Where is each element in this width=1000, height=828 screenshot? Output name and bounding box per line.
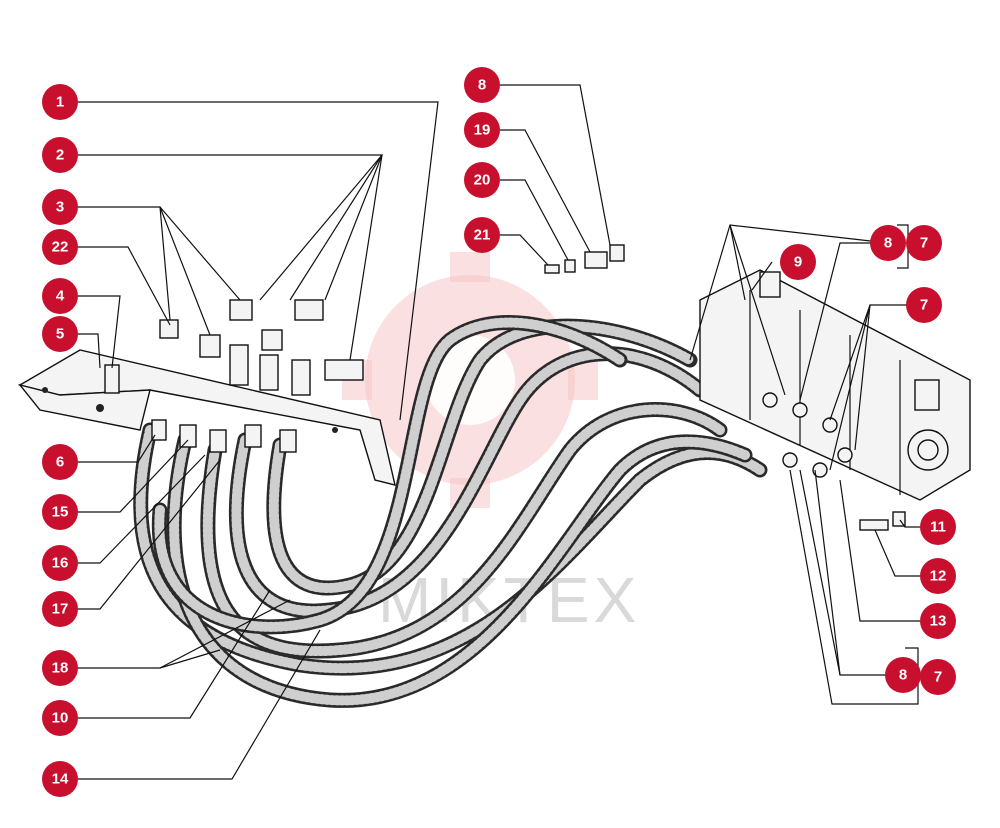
hose-end-fitting (279, 429, 297, 453)
callout-label: 7 (920, 297, 928, 314)
callout-label: 11 (930, 519, 946, 536)
callout-label: 21 (474, 227, 491, 244)
callout-label: 5 (56, 326, 64, 343)
adapter-fitting (544, 264, 560, 274)
hose-end-fitting (179, 424, 197, 448)
straight-fitting (259, 354, 279, 391)
elbow-fitting (261, 329, 283, 351)
bolt (104, 364, 120, 394)
elbow-fitting (159, 319, 179, 339)
callout-2: 2 (42, 137, 78, 173)
straight-fitting (291, 359, 311, 396)
callout-13: 13 (920, 603, 956, 639)
callout-12: 12 (920, 558, 956, 594)
callout-4: 4 (42, 278, 78, 314)
callout-label: 22 (52, 239, 69, 256)
hose (133, 422, 768, 676)
leader-lines (78, 84, 920, 780)
elbow-fitting (229, 299, 253, 321)
hoses (133, 315, 768, 708)
callout-label: 8 (478, 77, 486, 94)
control-valve-block (699, 269, 971, 501)
valve-spool (914, 379, 940, 411)
callout-label: 17 (52, 601, 69, 618)
hose (228, 346, 708, 619)
callout-label: 1 (56, 94, 64, 111)
callout-10: 10 (42, 700, 78, 736)
callout-label: 8 (884, 235, 892, 252)
callout-14: 14 (42, 761, 78, 797)
callout-label: 3 (56, 199, 64, 216)
callout-7: 7 (906, 287, 942, 323)
callout-label: 12 (930, 568, 947, 585)
callout-15: 15 (42, 494, 78, 530)
callout-8: 8 (464, 67, 500, 103)
callout-label: 20 (474, 172, 491, 189)
elbow-fitting (324, 359, 364, 381)
callout-1: 1 (42, 84, 78, 120)
callout-21: 21 (464, 217, 500, 253)
callout-18: 18 (42, 650, 78, 686)
hose (151, 315, 628, 635)
callout-label: 19 (474, 122, 491, 139)
straight-fitting (229, 344, 249, 386)
hose-end-fitting (151, 419, 167, 441)
callout-11: 11 (920, 509, 956, 545)
callout-label: 14 (52, 771, 69, 788)
hose (200, 402, 728, 659)
callout-label: 2 (56, 147, 64, 164)
callout-3: 3 (42, 189, 78, 225)
callout-5: 5 (42, 316, 78, 352)
elbow-fitting (294, 299, 324, 321)
o-ring (564, 259, 576, 273)
callout-label: 7 (934, 669, 942, 686)
callout-6: 6 (42, 444, 78, 480)
callout-17: 17 (42, 591, 78, 627)
callout-8: 8 (870, 225, 906, 261)
elbow-fitting (199, 334, 221, 358)
callout-8: 8 (885, 657, 921, 693)
callout-9: 9 (780, 244, 816, 280)
callouts: 1 2 3 22 4 5 6 15 16 17 18 10 14 8 19 20… (42, 67, 956, 797)
bracket-fittings (104, 299, 364, 453)
callout-label: 7 (920, 235, 928, 252)
valve-spool (759, 271, 781, 298)
hose-end-fitting (209, 429, 227, 453)
callout-7: 7 (920, 659, 956, 695)
callout-label: 6 (56, 454, 64, 471)
callout-label: 4 (56, 288, 65, 305)
callout-label: 18 (52, 660, 69, 677)
callout-label: 13 (930, 613, 947, 630)
callout-22: 22 (42, 229, 78, 265)
callout-20: 20 (464, 162, 500, 198)
callout-7: 7 (906, 225, 942, 261)
callout-19: 19 (464, 112, 500, 148)
callout-label: 16 (52, 555, 69, 572)
callout-label: 8 (899, 667, 907, 684)
callout-label: 9 (794, 254, 802, 271)
adapter-fitting (584, 251, 608, 269)
hose-end-fitting (244, 424, 262, 448)
callout-16: 16 (42, 545, 78, 581)
seal-ring (609, 244, 625, 262)
callout-label: 15 (52, 504, 69, 521)
bolt (859, 519, 889, 531)
callout-label: 10 (52, 710, 69, 727)
